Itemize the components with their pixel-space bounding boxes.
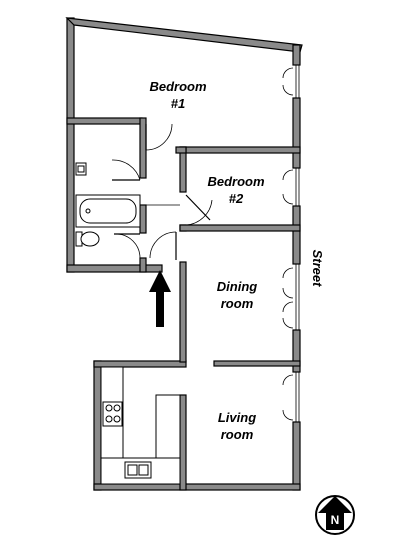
bedroom1-label-line2: #1 bbox=[171, 96, 185, 111]
compass-letter: N bbox=[331, 513, 340, 527]
living-label-line2: room bbox=[221, 427, 254, 442]
kitchen-sink-icon bbox=[124, 461, 152, 479]
toilet-icon bbox=[75, 231, 100, 247]
bedroom2-label-line1: Bedroom bbox=[207, 174, 265, 189]
kitchen-fixtures bbox=[100, 366, 181, 485]
doors bbox=[111, 123, 213, 260]
bedroom2-label-line2: #2 bbox=[229, 191, 244, 206]
stove-icon bbox=[102, 401, 123, 427]
dining-label-line2: room bbox=[221, 296, 254, 311]
street-label: Street bbox=[310, 250, 325, 288]
living-label-line1: Living bbox=[218, 410, 256, 425]
dining-label-line1: Dining bbox=[217, 279, 257, 294]
bedroom1-label-line1: Bedroom bbox=[149, 79, 207, 94]
entrance-arrow-icon bbox=[149, 270, 171, 327]
exterior-walls bbox=[65, 17, 303, 491]
windows bbox=[282, 65, 300, 422]
north-compass-icon: N bbox=[315, 495, 355, 535]
bathroom-fixtures bbox=[75, 162, 141, 247]
